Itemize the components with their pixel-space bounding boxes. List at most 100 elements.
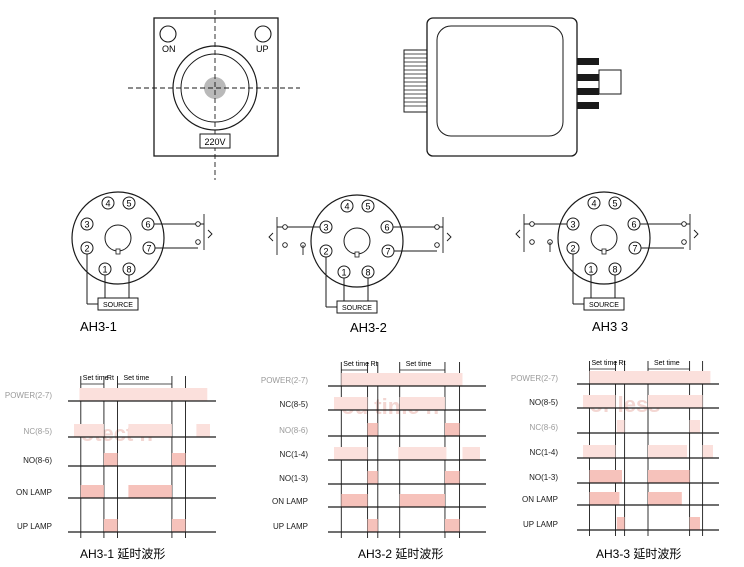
row-label: NO(8-5) xyxy=(529,398,558,407)
row-label: NO(8-6) xyxy=(279,426,308,435)
pulse xyxy=(367,519,378,532)
row-label: NO(8-6) xyxy=(23,456,52,465)
pin-label: 4 xyxy=(591,199,596,209)
pulse xyxy=(341,494,368,507)
row-label: NC(1-4) xyxy=(530,448,559,457)
set-time-label: Set time xyxy=(592,360,618,367)
pin-label: 7 xyxy=(632,244,637,254)
pin-5-icon xyxy=(361,199,375,213)
pin-label: 6 xyxy=(631,220,636,230)
pulse xyxy=(648,395,703,408)
pin-label: 7 xyxy=(146,244,151,254)
pin-label: 3 xyxy=(570,220,575,230)
pulse xyxy=(334,447,368,460)
source-label: SOURCE xyxy=(589,302,619,309)
pin-3-icon xyxy=(80,217,94,231)
dial-knob-icon[interactable] xyxy=(204,77,226,99)
pin-label: 3 xyxy=(84,220,89,230)
pulse xyxy=(616,517,625,530)
row-label: NC(8-5) xyxy=(24,427,53,436)
pulse xyxy=(589,371,711,384)
side-view xyxy=(403,17,622,157)
pulse xyxy=(196,424,210,437)
contact-terminal xyxy=(681,239,687,245)
pulse xyxy=(462,447,480,460)
source-box xyxy=(336,300,378,314)
model-label-ah3-3: AH3 3 xyxy=(592,319,628,334)
pulse xyxy=(171,453,186,466)
pin-label: 5 xyxy=(365,202,370,212)
pulse xyxy=(589,470,622,483)
contact-terminal xyxy=(434,242,440,248)
pulse xyxy=(583,395,616,408)
contact-terminal xyxy=(529,239,535,245)
pulse xyxy=(79,388,208,401)
model-label-ah3-1: AH3-1 xyxy=(80,319,117,334)
pulse xyxy=(648,470,690,483)
side-pins xyxy=(577,58,622,109)
pulse xyxy=(444,471,460,484)
set-time-label: Set time xyxy=(83,375,109,382)
pin-label: 3 xyxy=(323,223,328,233)
pulse xyxy=(589,492,620,505)
row-label: POWER(2-7) xyxy=(261,376,308,385)
row-label: UP LAMP xyxy=(17,522,52,531)
socket-outline xyxy=(557,191,651,285)
pulse xyxy=(398,447,447,460)
socket-center xyxy=(343,227,371,255)
up-indicator-icon xyxy=(254,25,272,43)
pin-label: 5 xyxy=(126,199,131,209)
pulse xyxy=(616,420,625,433)
row-label: NC(1-4) xyxy=(280,450,309,459)
pulse xyxy=(103,453,118,466)
pin-label: 5 xyxy=(612,199,617,209)
socket-key xyxy=(354,251,360,258)
contact-arrow-icon xyxy=(268,232,274,242)
source-label: SOURCE xyxy=(103,302,133,309)
pulse xyxy=(128,424,172,437)
source-box xyxy=(97,297,139,311)
pin-4-icon xyxy=(340,199,354,213)
row-label: NO(1-3) xyxy=(279,474,308,483)
contact-terminal xyxy=(681,221,687,227)
pulse xyxy=(74,424,104,437)
socket-center xyxy=(590,224,618,252)
on-indicator-icon xyxy=(159,25,177,43)
pin-label: 4 xyxy=(344,202,349,212)
contact-arrow-icon xyxy=(207,229,213,239)
pin-label: 1 xyxy=(102,265,107,275)
pulse xyxy=(648,492,682,505)
pulse xyxy=(334,397,368,410)
row-label: NO(1-3) xyxy=(529,473,558,482)
pulse xyxy=(341,373,463,386)
pin-label: 2 xyxy=(323,247,328,257)
pulse xyxy=(367,471,378,484)
pin-label: 1 xyxy=(588,265,593,275)
set-time-label: Set time xyxy=(124,375,150,382)
row-label: NC(8-6) xyxy=(530,423,559,432)
pulse xyxy=(128,485,172,498)
pin-label: 6 xyxy=(384,223,389,233)
pin-label: 7 xyxy=(385,247,390,257)
side-fins xyxy=(403,49,428,113)
contact-terminal xyxy=(195,239,201,245)
pin-label: 1 xyxy=(341,268,346,278)
row-label: NC(8-5) xyxy=(280,400,309,409)
row-label: ON LAMP xyxy=(16,488,52,497)
pulse xyxy=(80,485,104,498)
pulse xyxy=(702,445,713,458)
pin-5-icon xyxy=(608,196,622,210)
pulse xyxy=(399,397,445,410)
caption-ah3-1: AH3-1 延时波形 xyxy=(80,547,165,561)
pulse xyxy=(399,494,445,507)
socket-key xyxy=(601,248,607,255)
model-label-ah3-2: AH3-2 xyxy=(350,320,387,335)
pulse xyxy=(689,420,700,433)
pin-label: 8 xyxy=(365,268,370,278)
contact-arrow-icon xyxy=(515,229,521,239)
pin-label: 8 xyxy=(126,265,131,275)
